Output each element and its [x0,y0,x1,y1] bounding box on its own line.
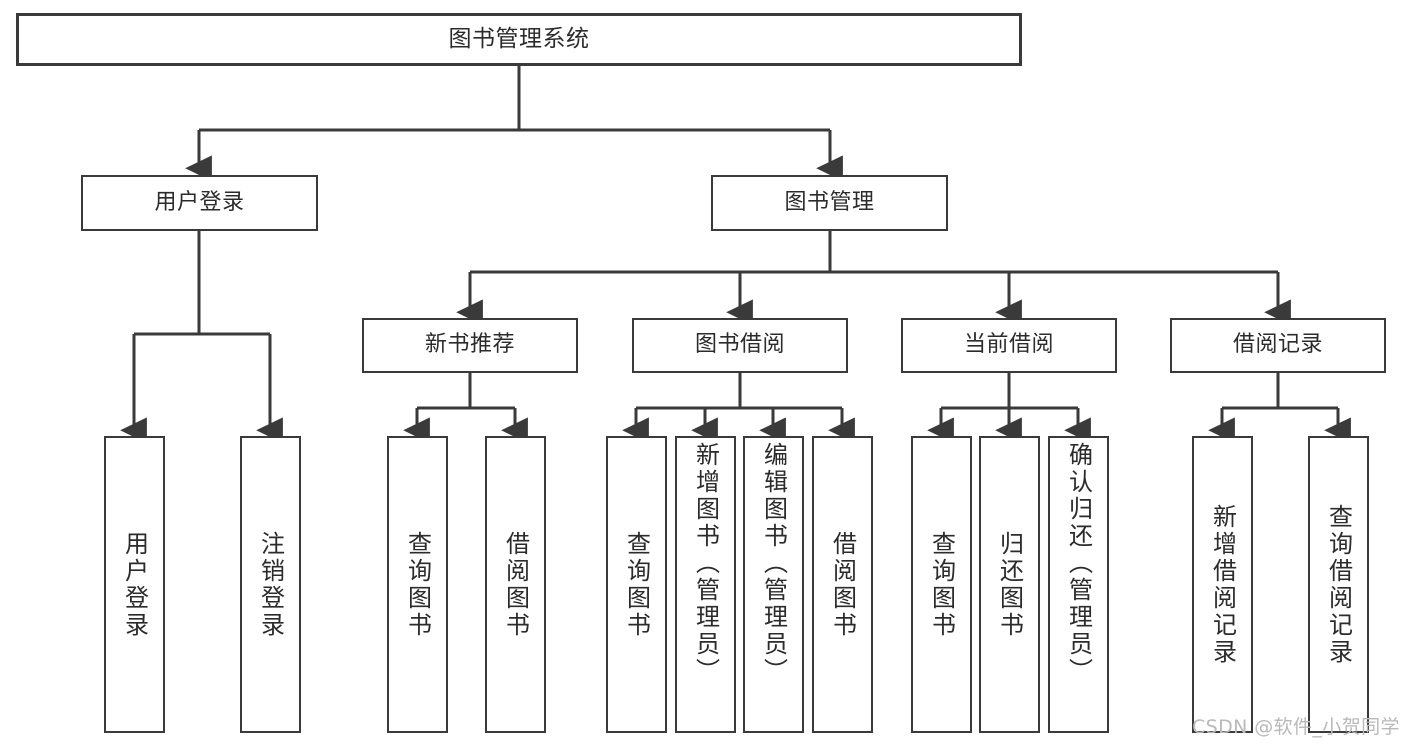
leaf-add-borrow-record[interactable]: 新增借阅记录 [1192,436,1253,733]
leaf-logout-login-label: 注销登录 [256,530,285,639]
leaf-borrow-book-1-label: 借阅图书 [501,530,530,639]
leaf-confirm-return-admin[interactable]: 确认归还（管理员） [1048,436,1109,733]
leaf-query-book-1-label: 查询图书 [403,530,432,639]
leaf-query-book-3-label: 查询图书 [927,530,956,639]
node-book-management[interactable]: 图书管理 [711,175,948,231]
node-new-book-recommend[interactable]: 新书推荐 [362,318,578,373]
leaf-query-book-2[interactable]: 查询图书 [606,436,667,733]
node-book-borrow[interactable]: 图书借阅 [632,318,848,373]
leaf-edit-book-admin[interactable]: 编辑图书（管理员） [743,436,804,733]
leaf-query-book-1[interactable]: 查询图书 [387,436,448,733]
leaf-query-borrow-record-label: 查询借阅记录 [1324,503,1353,666]
leaf-borrow-book-1[interactable]: 借阅图书 [485,436,546,733]
node-root-label: 图书管理系统 [448,25,590,52]
leaf-query-book-3[interactable]: 查询图书 [911,436,972,733]
leaf-add-borrow-record-label: 新增借阅记录 [1208,503,1237,666]
node-borrow-record[interactable]: 借阅记录 [1170,318,1386,373]
node-new-book-recommend-label: 新书推荐 [424,332,515,358]
node-user-login-label: 用户登录 [154,189,245,215]
node-root[interactable]: 图书管理系统 [16,13,1022,66]
leaf-borrow-book-2[interactable]: 借阅图书 [812,436,873,733]
leaf-confirm-return-admin-label: 确认归还（管理员） [1064,442,1093,685]
node-book-borrow-label: 图书借阅 [694,332,785,358]
leaf-return-book-label: 归还图书 [995,530,1024,639]
leaf-user-login[interactable]: 用户登录 [104,436,165,733]
leaf-add-book-admin[interactable]: 新增图书（管理员） [675,436,736,733]
leaf-query-book-2-label: 查询图书 [622,530,651,639]
node-borrow-record-label: 借阅记录 [1232,332,1323,358]
leaf-logout-login[interactable]: 注销登录 [240,436,301,733]
leaf-edit-book-admin-label: 编辑图书（管理员） [759,442,788,685]
node-book-management-label: 图书管理 [784,189,875,215]
leaf-borrow-book-2-label: 借阅图书 [828,530,857,639]
leaf-add-book-admin-label: 新增图书（管理员） [691,442,720,685]
leaf-user-login-label: 用户登录 [120,530,149,639]
leaf-query-borrow-record[interactable]: 查询借阅记录 [1308,436,1369,733]
node-user-login[interactable]: 用户登录 [81,175,318,231]
node-current-borrow-label: 当前借阅 [963,332,1054,358]
csdn-watermark: CSDN @软件_小贺同学 [1192,716,1400,738]
leaf-return-book[interactable]: 归还图书 [979,436,1040,733]
node-current-borrow[interactable]: 当前借阅 [901,318,1117,373]
